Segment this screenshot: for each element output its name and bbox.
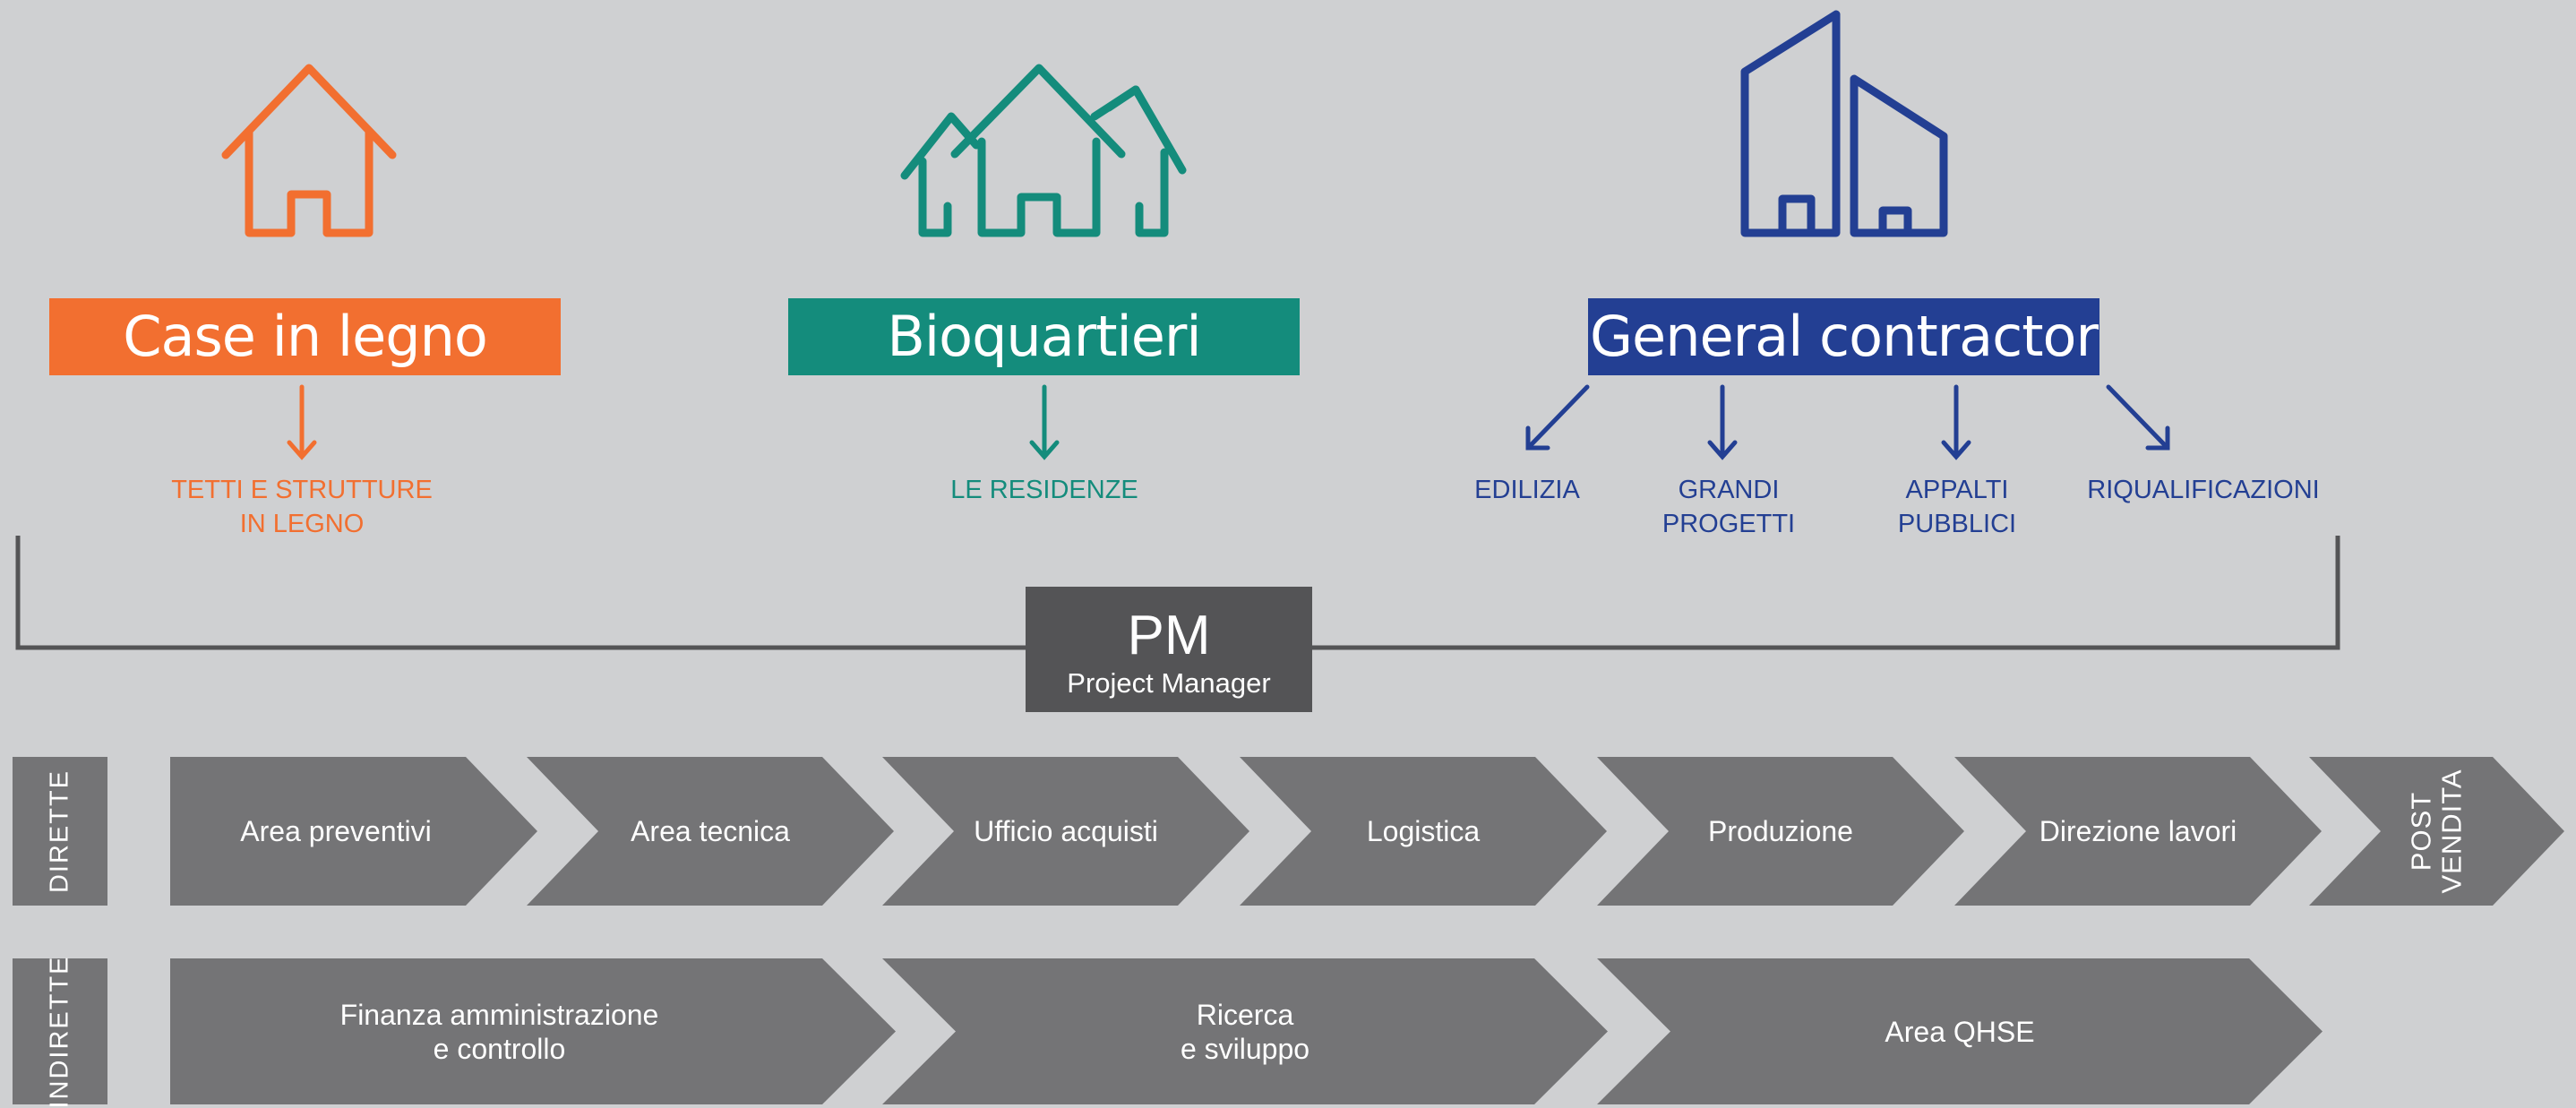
section-title-general-contractor: General contractor (1588, 298, 2099, 375)
arrow-down-icon (287, 384, 317, 460)
section-arrows (287, 384, 2170, 460)
section-title-case-in-legno: Case in legno (49, 298, 561, 375)
neighborhood-houses-icon (900, 64, 1187, 237)
sub-label-riqualificazioni: RIQUALIFICAZIONI (2087, 476, 2320, 504)
step-post-vendita: POST VENDITA (2309, 757, 2564, 906)
step-area-tecnica-label: Area tecnica (631, 815, 790, 847)
arrow-down-left-icon (1525, 384, 1590, 451)
row-label-indirette-text: INDIRETTE (45, 954, 74, 1108)
wooden-house-icon (221, 64, 397, 237)
step-ufficio-acquisti-label: Ufficio acquisti (974, 815, 1158, 847)
sub-label-appalti-pubblici: APPALTI PUBBLICI (1897, 476, 2017, 538)
sub-label-le-residenze: LE RESIDENZE (950, 476, 1138, 504)
arrow-down-icon (1941, 384, 1971, 460)
row-label-indirette: INDIRETTE (13, 955, 107, 1108)
pm-label: Project Manager (1067, 667, 1271, 699)
step-logistica: Logistica (1240, 757, 1607, 906)
buildings-icon (1740, 10, 1948, 237)
step-post-vendita-label: POST VENDITA (2405, 769, 2468, 894)
arrow-down-right-icon (2106, 384, 2170, 451)
step-produzione: Produzione (1597, 757, 1964, 906)
row-label-dirette: DIRETTE (13, 757, 107, 906)
step-ricerca-sviluppo: Ricerca e sviluppo (882, 958, 1608, 1104)
step-area-preventivi-label: Area preventivi (240, 815, 432, 847)
step-ricerca-sviluppo-label: Ricerca e sviluppo (1180, 998, 1310, 1065)
grouping-bracket (15, 536, 2340, 650)
row-label-dirette-text: DIRETTE (45, 769, 74, 894)
step-ufficio-acquisti: Ufficio acquisti (882, 757, 1249, 906)
step-finanza-amministrazione: Finanza amministrazione e controllo (170, 958, 896, 1104)
step-area-tecnica: Area tecnica (527, 757, 894, 906)
step-logistica-label: Logistica (1366, 815, 1481, 847)
project-manager-box: PM Project Manager (1026, 587, 1312, 712)
section-title-bioquartieri: Bioquartieri (788, 298, 1300, 375)
step-produzione-label: Produzione (1708, 815, 1853, 847)
step-finanza-amministrazione-label: Finanza amministrazione e controllo (339, 998, 659, 1065)
pm-abbreviation: PM (1127, 605, 1211, 666)
sub-label-grandi-progetti: GRANDI PROGETTI (1662, 476, 1796, 538)
arrow-down-icon (1029, 384, 1060, 460)
step-area-qhse-label: Area QHSE (1885, 1015, 2035, 1048)
step-direzione-lavori-label: Direzione lavori (2039, 815, 2237, 847)
sub-label-edilizia: EDILIZIA (1474, 476, 1580, 504)
step-direzione-lavori: Direzione lavori (1954, 757, 2322, 906)
step-area-qhse: Area QHSE (1597, 958, 2323, 1104)
arrow-down-icon (1707, 384, 1738, 460)
sub-label-tetti-strutture: TETTI E STRUTTURE IN LEGNO (171, 476, 433, 538)
step-area-preventivi: Area preventivi (170, 757, 537, 906)
